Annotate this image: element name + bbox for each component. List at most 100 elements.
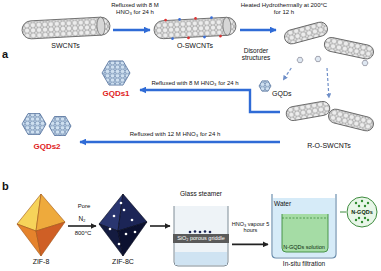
product-label-box: GQDs1 (92, 60, 140, 100)
process-arrow (150, 225, 170, 227)
dot-symbol (361, 200, 363, 202)
illustration-part (125, 233, 128, 236)
nanotube-label-box: SWCNTs (18, 16, 113, 56)
illustration-part (194, 230, 197, 233)
node-text: N-GQDs solution (270, 244, 338, 250)
dot-symbol (364, 217, 366, 219)
step-label: Heated Hydrothermally at 200°C for 12 h (238, 2, 330, 16)
illustration-part (203, 36, 206, 39)
node-text: Glass steamer (170, 190, 232, 197)
illustration-part (327, 108, 375, 133)
node-text: GQDs2 (14, 142, 80, 151)
node-text: Water (274, 200, 314, 207)
process-arrow (340, 212, 346, 213)
porous-griddle (173, 234, 229, 243)
illustration-part (285, 100, 331, 121)
graphene-fragment (362, 60, 368, 65)
note-label: 800°C (66, 230, 100, 237)
dot-symbol (355, 202, 357, 204)
process-arrow (232, 244, 268, 246)
illustration-part (154, 17, 237, 39)
illustration-part (164, 19, 167, 22)
oxidized-nanotube-figure (153, 15, 236, 41)
illustration-part (189, 231, 192, 234)
quantum-dot-sheet (22, 114, 46, 135)
illustration-part (109, 228, 112, 231)
illustration-part (219, 35, 222, 38)
illustration-part (118, 222, 147, 256)
node-text: GQDs1 (92, 89, 140, 98)
illustration-part (285, 100, 331, 121)
product-label-box: GQDs2 (14, 108, 80, 154)
illustration-part (96, 17, 105, 35)
illustration-part (99, 224, 123, 256)
dot-symbol (361, 221, 363, 223)
illustration-part (323, 36, 375, 60)
step-label: Refluxed with 8 M HNO₃ for 24 h (106, 2, 164, 16)
note-label: Pore (72, 203, 96, 210)
broken-tube-figure (283, 21, 329, 46)
illustration-part (36, 222, 65, 256)
reduced-tube-figure (327, 108, 375, 133)
dot-symbol (355, 219, 357, 221)
illustration-part (22, 17, 111, 40)
illustration-part (222, 17, 231, 35)
illustration-part (171, 37, 174, 40)
illustration-part (194, 17, 197, 20)
reduced-tube-figure (285, 100, 331, 121)
illustration-part (131, 219, 134, 222)
graphene-fragment (315, 56, 321, 61)
illustration-part (199, 231, 202, 234)
illustration-part (187, 36, 190, 39)
illustration-part (154, 17, 237, 39)
product-label-box: GQDs (258, 80, 294, 102)
nanotube-label-box: R-O-SWCNTs (280, 98, 378, 154)
quantum-dot-sheet (259, 81, 271, 91)
circle-outline (347, 197, 377, 227)
illustration-part (204, 230, 207, 233)
illustration-part (113, 215, 116, 218)
illustration-part (120, 202, 123, 205)
step-label: Refluxed with 8 M HNO₃ for 24 h (142, 80, 248, 87)
acid-liquid (175, 252, 227, 265)
step-label: N₂ (72, 215, 92, 222)
carbon-powder (189, 230, 212, 233)
zoom-circle: N-GQDs (346, 196, 378, 228)
pore-dots (109, 202, 137, 246)
step-label: HNO₃ vapour 5 hours (231, 221, 270, 234)
quantum-dot-sheet (49, 117, 71, 136)
steamer-vessel (174, 206, 228, 266)
dot-symbol (358, 217, 360, 219)
illustration-part (327, 108, 375, 133)
illustration-part (283, 21, 329, 46)
node-text: In-situ filtration (268, 260, 340, 267)
node-text: ZIF-8 (14, 258, 68, 266)
nanotube-figure (22, 17, 111, 40)
panel-letter: a (2, 48, 14, 61)
dot-symbol (358, 205, 360, 207)
broken-tube-figure (323, 36, 375, 60)
node-text: Disorder structures (236, 47, 276, 62)
illustration-part (118, 243, 121, 246)
illustration-part (134, 231, 137, 234)
panel-letter: b (2, 180, 14, 193)
structure-label-box: Disorder structures (276, 20, 378, 68)
illustration-part (123, 209, 126, 212)
process-arrow (113, 29, 150, 31)
process-arrow (68, 225, 96, 227)
filter-membrane (282, 218, 328, 219)
illustration-part (210, 16, 213, 19)
node-text: SWCNTs (18, 42, 113, 50)
crystal-label-box: ZIF-8C (96, 190, 150, 270)
quantum-dot-sheet (22, 114, 46, 135)
apparatus-box: Glass steamerSiO₂ porous griddle (170, 190, 232, 270)
illustration-part (22, 17, 111, 40)
node-text: R-O-SWCNTs (280, 142, 378, 150)
quantum-dot-sheet (49, 117, 71, 136)
dot-symbol (364, 205, 366, 207)
graphene-fragment (297, 57, 303, 62)
node-text: O-SWCNTs (150, 42, 240, 50)
dot-symbol (367, 219, 369, 221)
